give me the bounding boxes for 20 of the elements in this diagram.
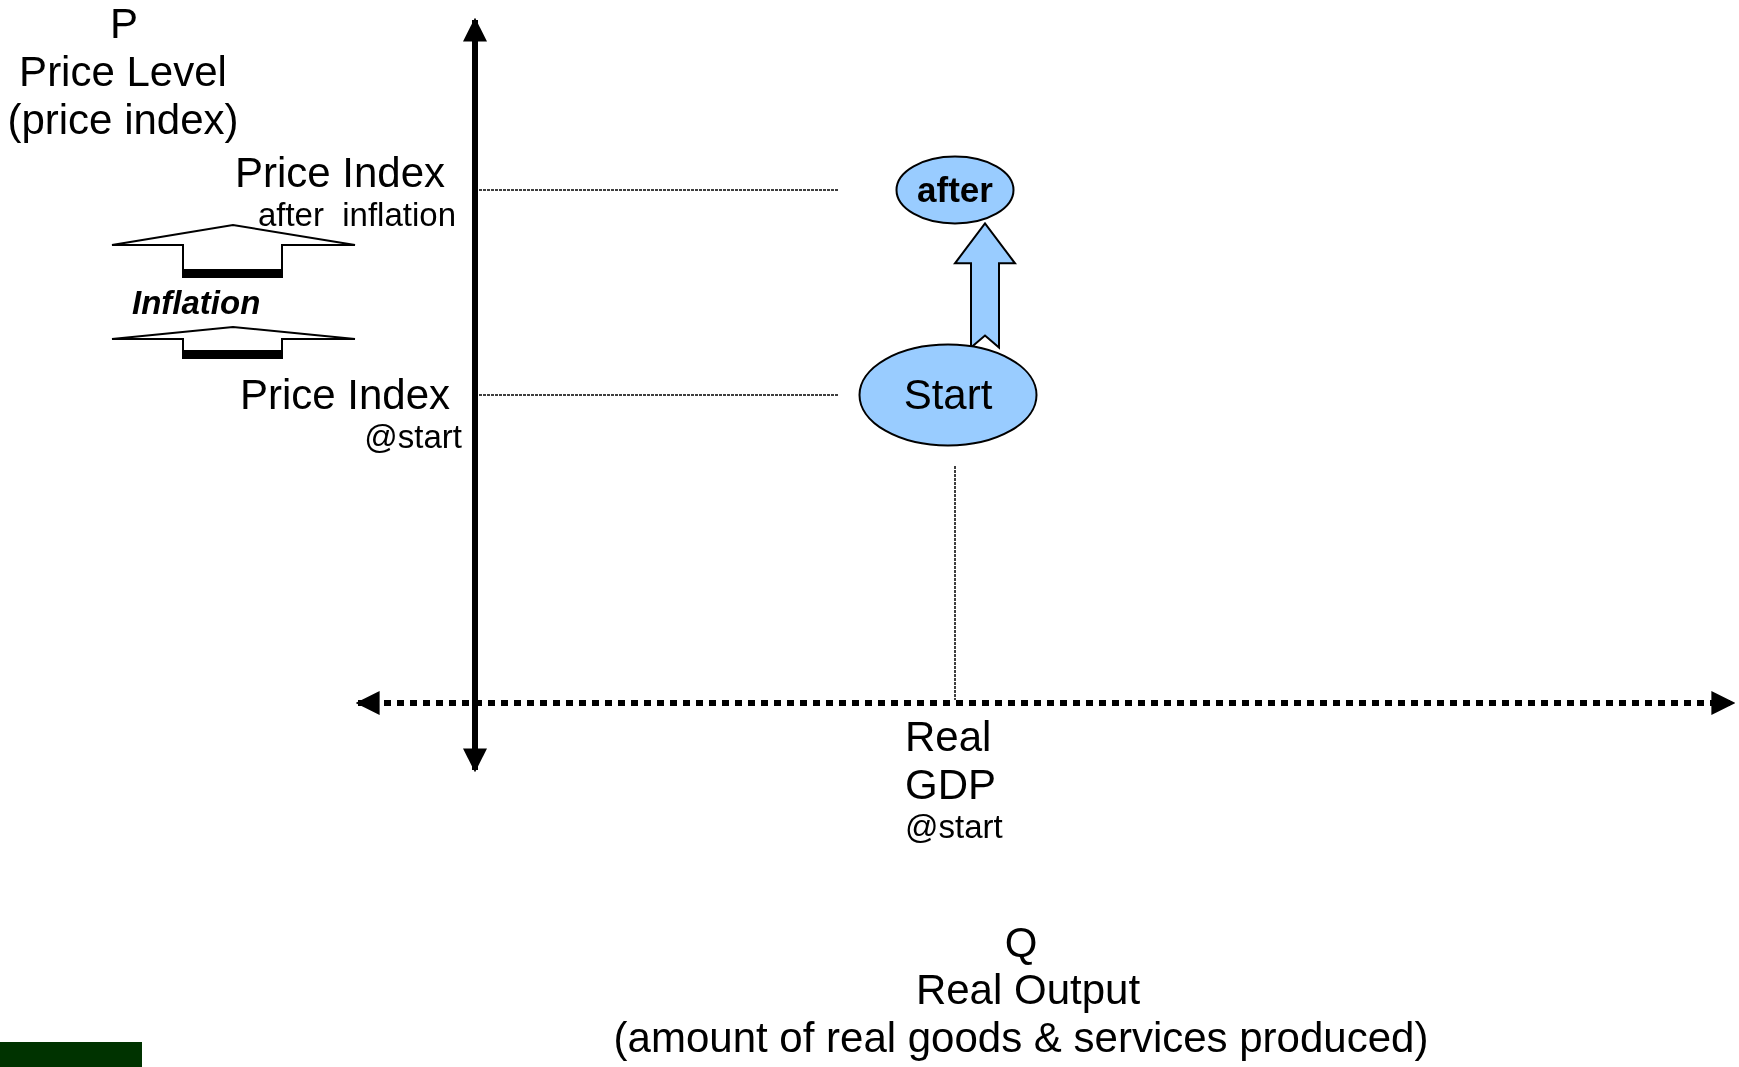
- axis-label: (amount of real goods & services produced): [613, 1014, 1429, 1062]
- axis-label: Price Level: [19, 48, 227, 96]
- annotation-text: Inflation: [132, 284, 261, 322]
- axis-label: Q: [1004, 919, 1038, 967]
- block-arrow: [953, 221, 1017, 350]
- axis-label: Real Output: [915, 966, 1141, 1014]
- ellipse-node: [895, 155, 1015, 225]
- annotation-text: Price Index: [234, 149, 445, 197]
- annotation-text: after inflation: [257, 196, 456, 234]
- annotation-text: Real: [905, 713, 992, 761]
- banner-bar: [0, 1042, 142, 1067]
- ellipse-node: [858, 343, 1038, 447]
- annotation-text: GDP: [905, 761, 996, 809]
- axis-label: (price index): [7, 96, 239, 144]
- annotation-text: Price Index: [239, 371, 450, 419]
- node-label: Start: [903, 371, 993, 419]
- annotation-text: @start: [905, 808, 1003, 846]
- node-label: after: [917, 170, 993, 210]
- annotation-text: @start: [364, 418, 462, 456]
- axis-label: P: [110, 0, 138, 48]
